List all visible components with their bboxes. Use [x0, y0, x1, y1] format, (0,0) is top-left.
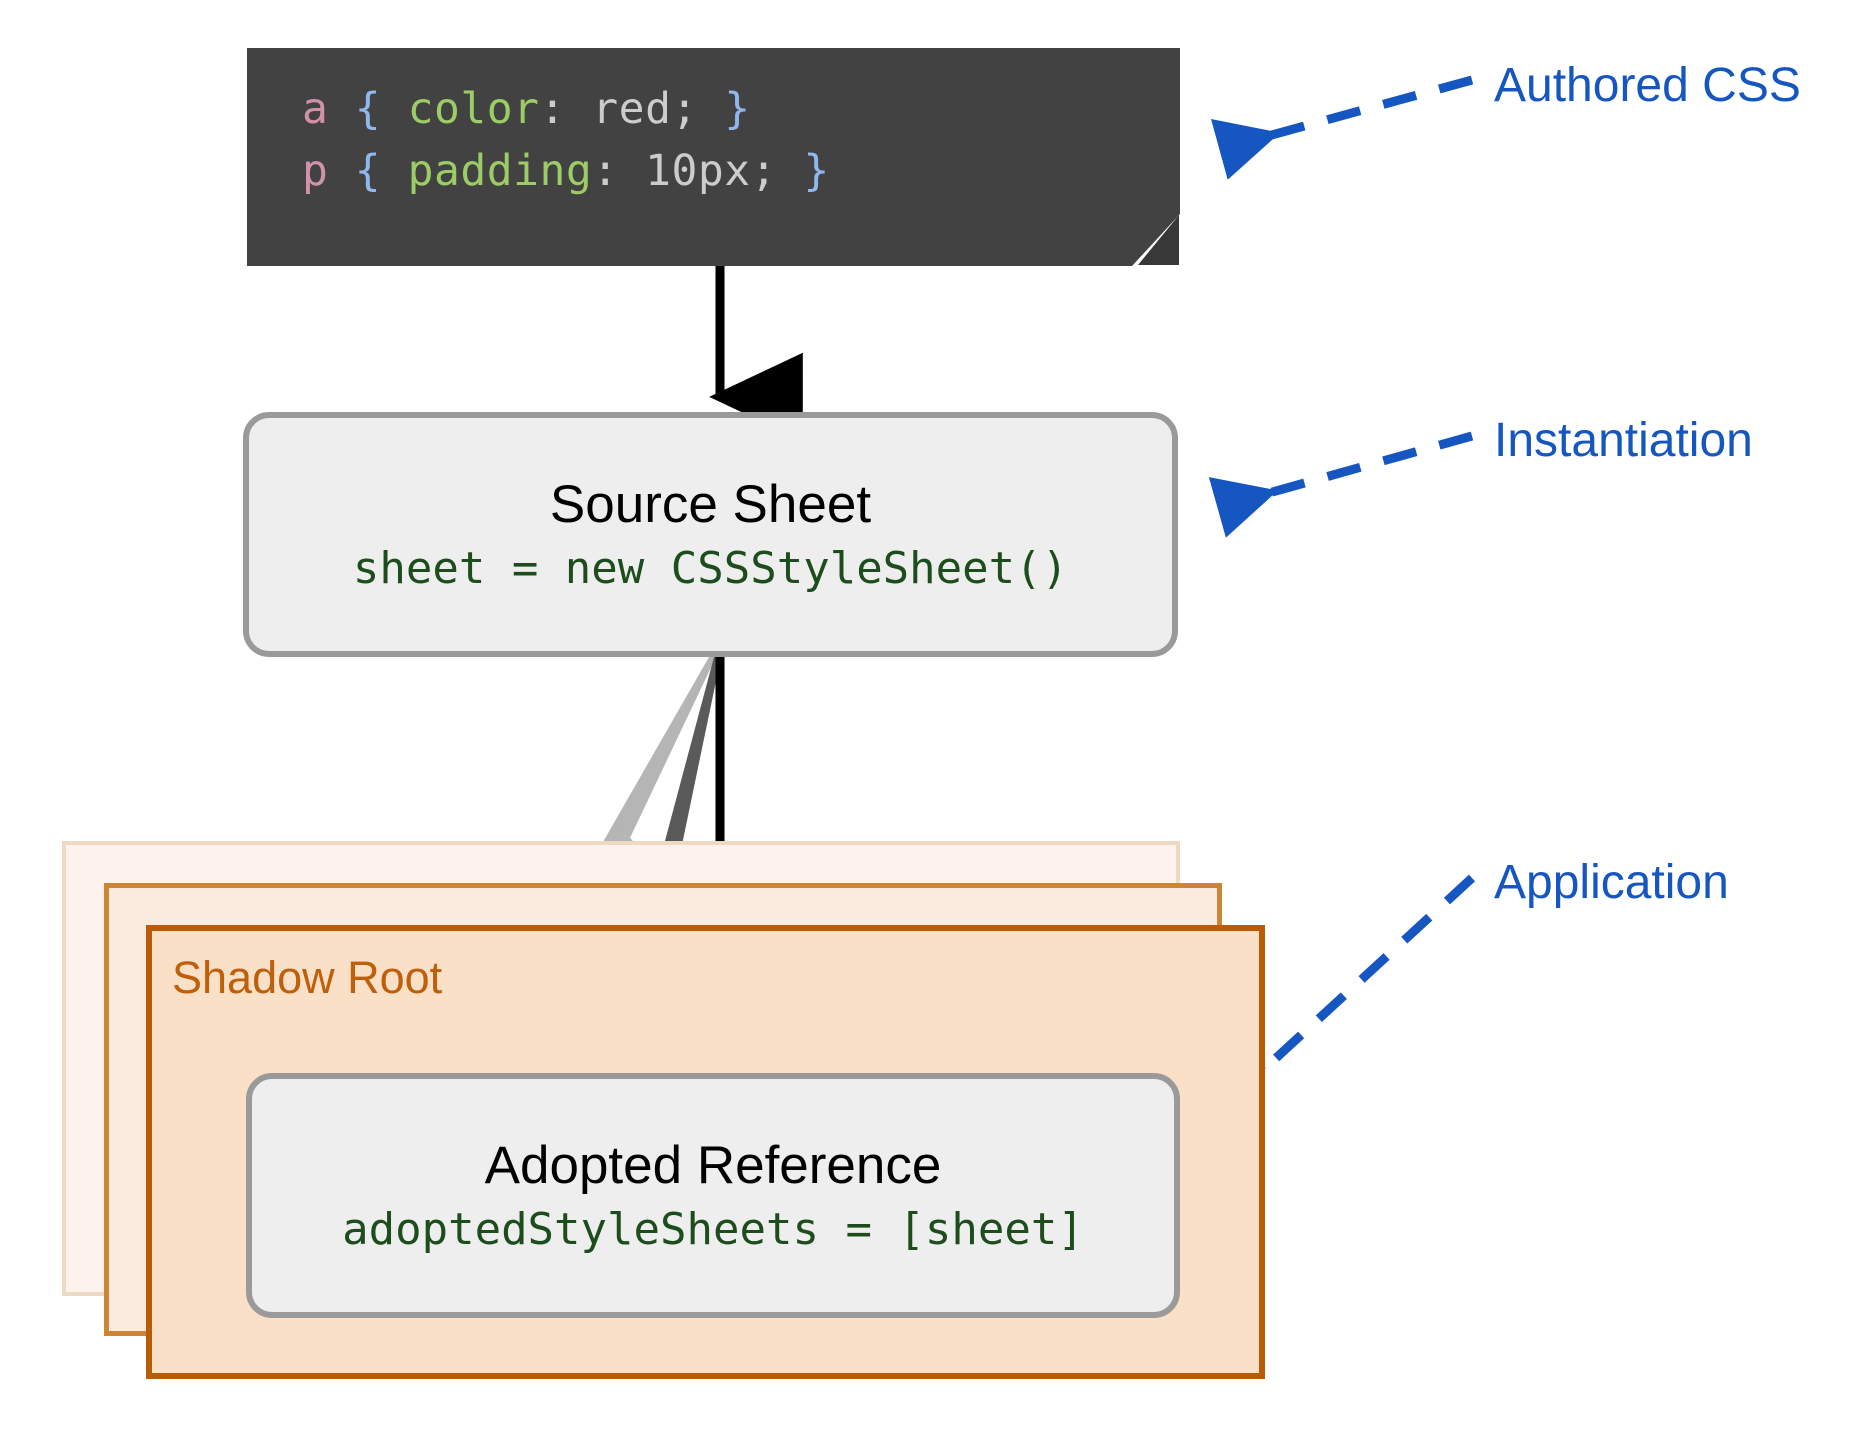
source-sheet-title: Source Sheet	[549, 474, 872, 534]
shadow-root-label: Shadow Root	[172, 952, 443, 1003]
adopted-reference-title: Adopted Reference	[484, 1135, 942, 1195]
css-colon: :	[539, 84, 566, 134]
css-value: 10px;	[645, 146, 778, 196]
annotation-label-authored-css: Authored CSS	[1494, 59, 1801, 112]
code-line: p { padding: 10px; }	[302, 146, 830, 196]
code-line: a { color: red; }	[302, 84, 751, 134]
css-selector: a	[302, 84, 329, 134]
code-lines: a { color: red; } p { padding: 10px; }	[247, 48, 1180, 202]
annotation-label-instantiation: Instantiation	[1494, 414, 1753, 467]
annotation-line-authored-css	[1210, 75, 1474, 180]
css-open-brace: {	[354, 84, 382, 134]
document-fold-corner-icon	[1132, 214, 1180, 266]
css-property: padding	[407, 146, 593, 196]
css-colon: :	[592, 146, 619, 196]
css-open-brace: {	[354, 146, 382, 196]
adopted-reference-code: adoptedStyleSheets = [sheet]	[342, 1203, 1084, 1255]
css-close-brace: }	[724, 84, 751, 134]
annotation-line-instantiation	[1208, 431, 1474, 538]
source-sheet-code: sheet = new CSSStyleSheet()	[352, 542, 1069, 594]
css-value: red;	[592, 84, 698, 134]
source-sheet-node: Source Sheet sheet = new CSSStyleSheet()	[243, 412, 1178, 657]
css-selector: p	[302, 146, 329, 196]
annotation-label-application: Application	[1494, 856, 1729, 909]
css-close-brace: }	[803, 146, 830, 196]
adopted-reference-node: Adopted Reference adoptedStyleSheets = […	[246, 1073, 1180, 1318]
authored-css-code-block: a { color: red; } p { padding: 10px; }	[247, 48, 1180, 266]
css-property: color	[407, 84, 540, 134]
